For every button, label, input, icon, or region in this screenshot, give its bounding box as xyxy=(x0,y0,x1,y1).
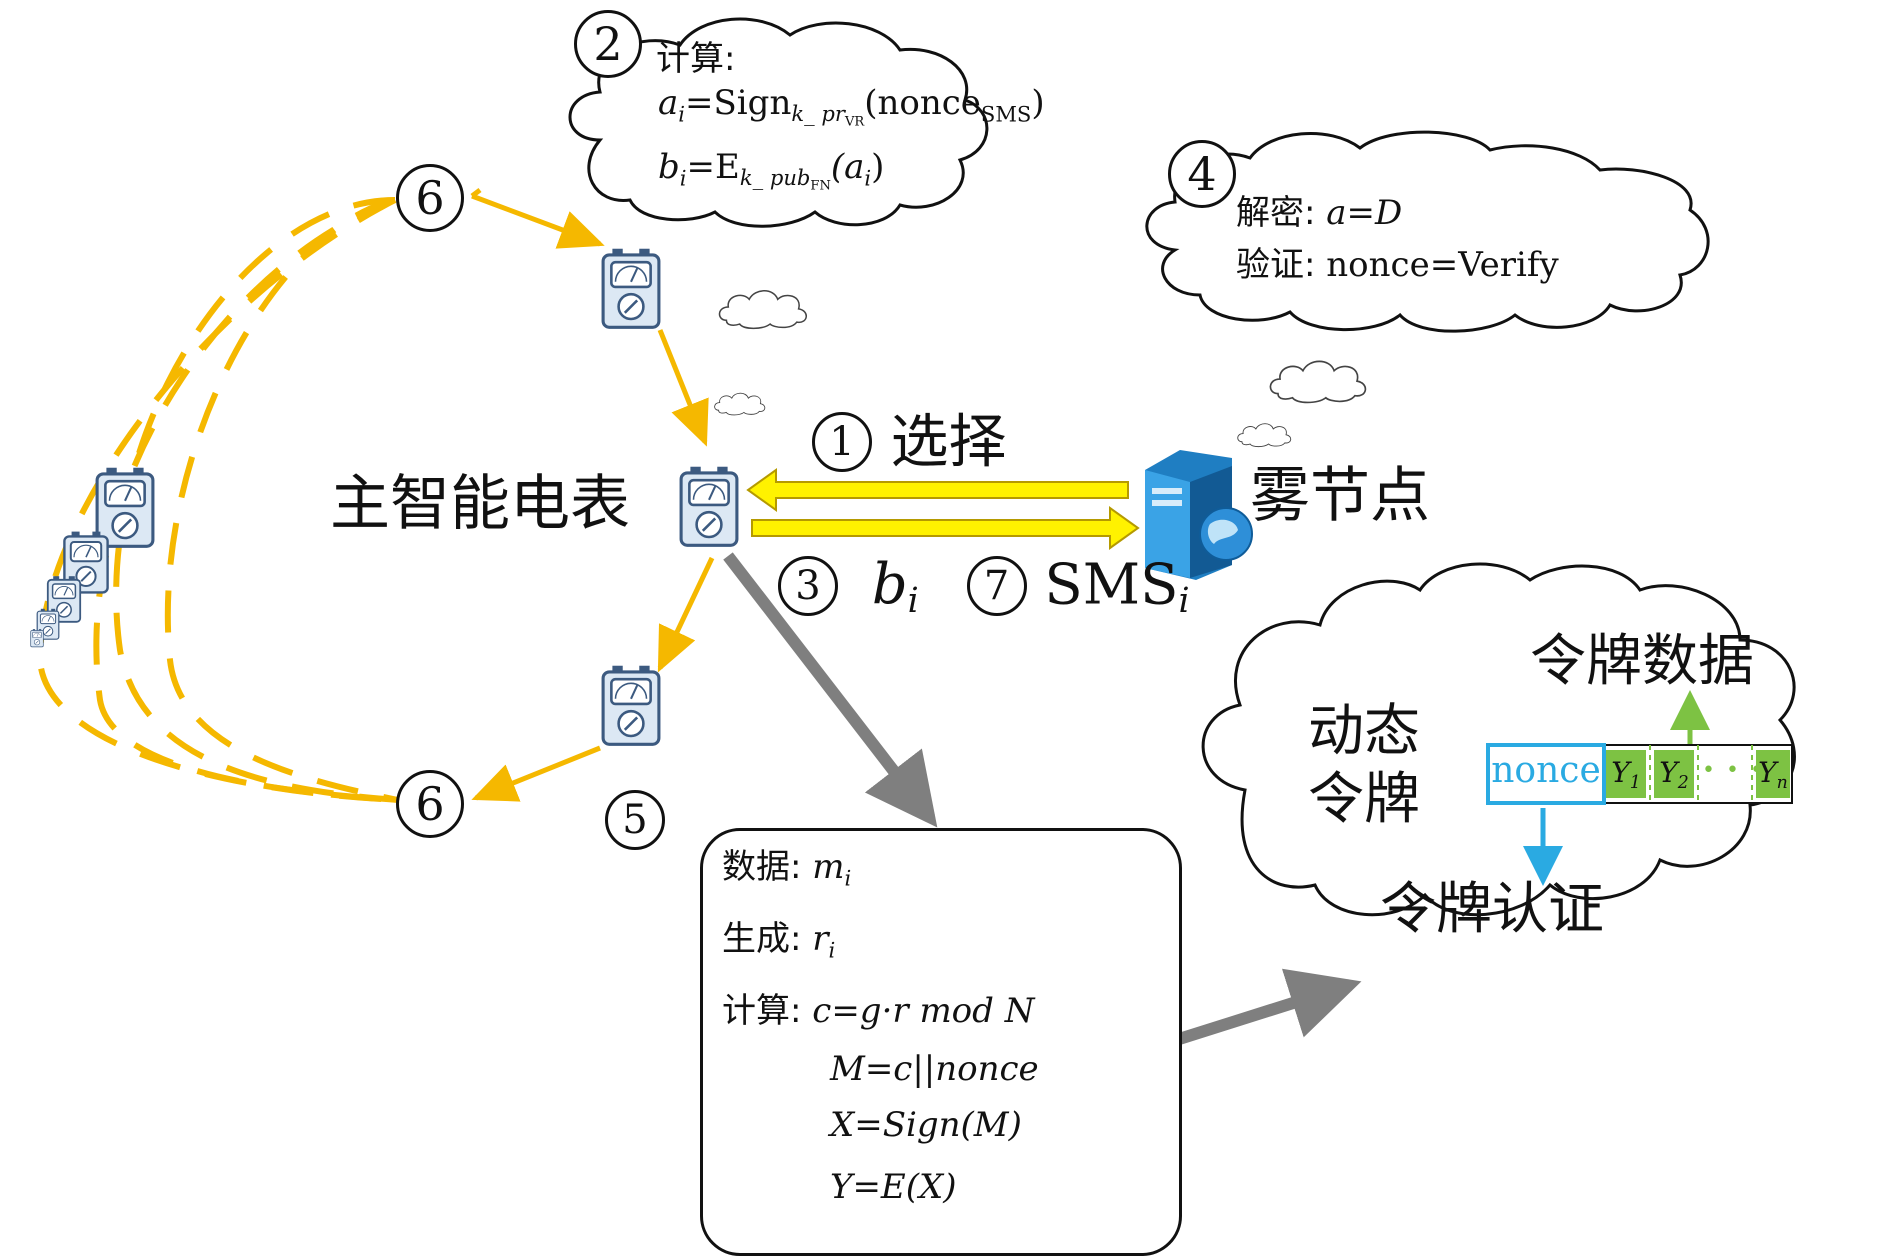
key-pub: k_ pub xyxy=(739,165,811,191)
fn-sub: FN xyxy=(810,178,831,194)
verify-expr: nonce=Verify xyxy=(1326,245,1559,285)
y1-sub: 1 xyxy=(1629,773,1641,794)
cloud-token xyxy=(1201,562,1796,917)
arrow-to-databox xyxy=(723,552,938,828)
edge-select-label: 1 选择 xyxy=(812,404,1006,475)
y2-var: Y xyxy=(1659,756,1678,789)
cloud2-line-b: bi=Ek_ pubFN(ai) xyxy=(658,147,885,194)
cloud-icon xyxy=(714,392,766,416)
enc-op: =E xyxy=(686,147,740,187)
step-6-bottom-marker: 6 xyxy=(396,770,464,838)
step-2-marker: 2 xyxy=(574,10,642,78)
sms-sub: i xyxy=(1178,581,1190,622)
databox-data-row: 数据: mi xyxy=(722,847,852,891)
globe-icon xyxy=(1199,507,1253,561)
m-var: m xyxy=(812,847,845,887)
data-label: 数据: xyxy=(722,847,802,887)
sms-sub: SMS xyxy=(980,101,1032,127)
select-text: 选择 xyxy=(890,407,1007,476)
fog-node-label: 雾节点 xyxy=(1250,461,1430,531)
m-line: M=c||nonce xyxy=(830,1049,1039,1089)
close-paren: ) xyxy=(871,147,885,187)
arrow-meter-bottom-to-6 xyxy=(471,745,601,802)
y1-var: Y xyxy=(1611,756,1630,789)
arrow-6-to-meter-top xyxy=(471,193,605,249)
step-1-marker: 1 xyxy=(812,411,872,472)
a-arg: (a xyxy=(830,147,865,187)
meter-icon xyxy=(95,466,155,548)
token-dots: • • • xyxy=(1702,758,1765,783)
decrypt-label: 解密: xyxy=(1236,193,1316,233)
edge-send-label: 3 bi 7 SMSi xyxy=(778,550,1190,622)
arrow-stub xyxy=(470,188,482,198)
token-auth-label: 令牌认证 xyxy=(1380,877,1604,942)
databox-gen-row: 生成: ri xyxy=(722,919,836,963)
dashed-broadcast-arcs xyxy=(36,197,399,803)
b-var: b xyxy=(871,552,908,618)
a-var: a xyxy=(658,83,679,123)
vr-sub: VR xyxy=(844,114,865,130)
step-7-marker: 7 xyxy=(966,555,1027,616)
token-y1-cell: Y1 xyxy=(1606,750,1646,798)
meter-icon xyxy=(30,628,44,648)
cloud-step4 xyxy=(1145,130,1710,333)
cloud2-line-a: ai=Signk_ prVR(nonceSMS) xyxy=(658,83,1045,130)
yn-sub: n xyxy=(1776,773,1788,794)
verify-label: 验证: xyxy=(1236,245,1316,285)
c-line: c=g·r mod N xyxy=(812,991,1035,1031)
cloud-step2 xyxy=(568,17,989,228)
yn-var: Y xyxy=(1758,756,1777,789)
nonce-arg: (nonce xyxy=(864,83,981,123)
sign-op: =Sign xyxy=(685,83,792,123)
y2-sub: 2 xyxy=(1677,773,1689,794)
step-6-top-marker: 6 xyxy=(396,164,464,232)
x-line: X=Sign(M) xyxy=(830,1105,1022,1145)
data-box xyxy=(700,828,1182,1256)
cloud4-verify: 验证: nonce=Verify xyxy=(1236,245,1559,285)
databox-calc-row: 计算: c=g·r mod N xyxy=(722,991,1035,1031)
main-meter-label: 主智能电表 xyxy=(330,469,630,539)
token-yn-cell: Yn xyxy=(1756,750,1790,798)
sms-text: SMS xyxy=(1044,552,1179,618)
calc-label: 计算: xyxy=(722,991,802,1031)
r-var: r xyxy=(812,919,829,959)
cloud-icon xyxy=(1237,423,1292,448)
arrow-select xyxy=(746,468,1129,512)
step-4-marker: 4 xyxy=(1168,140,1236,208)
meter-icon xyxy=(679,465,739,547)
cloud2-heading: 计算: xyxy=(656,39,736,79)
dynamic-token-line2: 令牌 xyxy=(1308,767,1420,832)
step-5-number: 5 xyxy=(605,790,665,850)
y-line: Y=E(X) xyxy=(830,1167,957,1207)
arrow-main-to-meter-bottom xyxy=(657,556,715,673)
token-data-label: 令牌数据 xyxy=(1530,629,1754,694)
close-paren: ) xyxy=(1031,83,1045,123)
token-y2-cell: Y2 xyxy=(1654,750,1694,798)
key-priv: k_ pr xyxy=(791,101,845,127)
gen-label: 生成: xyxy=(722,919,802,959)
arrow-send xyxy=(751,506,1140,550)
cloud4-decrypt: 解密: a=D xyxy=(1236,193,1403,233)
cloud-icon xyxy=(718,290,808,330)
decrypt-expr: a=D xyxy=(1326,193,1403,233)
b-sub: i xyxy=(907,581,919,622)
b-var: b xyxy=(658,147,680,187)
dynamic-token-line1: 动态 xyxy=(1308,699,1420,764)
arrow-to-token-cloud xyxy=(1174,968,1362,1046)
step-5-marker: 5 xyxy=(604,786,666,850)
cloud-icon xyxy=(1269,360,1367,404)
step-3-marker: 3 xyxy=(778,555,838,616)
meter-icon xyxy=(601,247,661,329)
nonce-cell: nonce xyxy=(1486,743,1606,805)
meter-icon xyxy=(601,664,661,746)
arrow-meter-top-to-main xyxy=(657,329,709,447)
